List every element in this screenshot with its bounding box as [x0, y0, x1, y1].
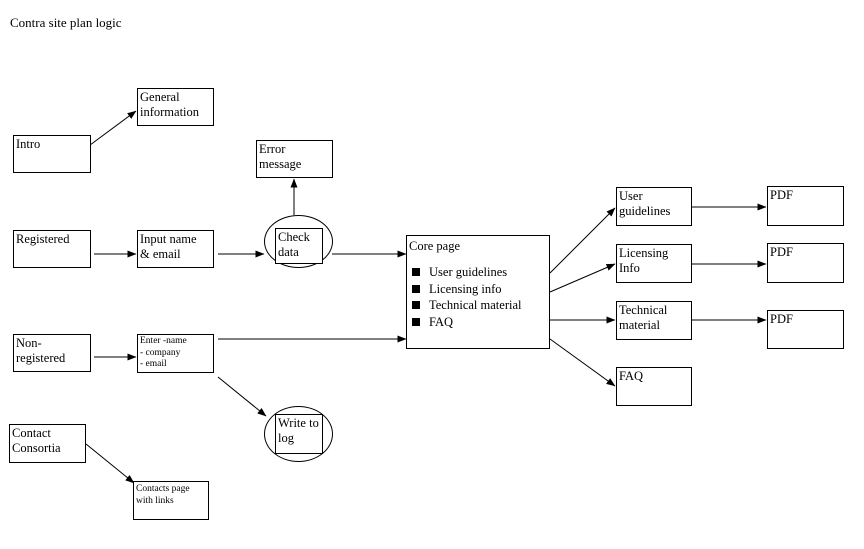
node-check-data-ellipse [264, 215, 333, 268]
node-non-registered: Non- registered [13, 334, 91, 372]
node-core-page: Core page User guidelines Licensing info… [406, 235, 550, 349]
bullet-icon [412, 317, 420, 326]
node-faq: FAQ [616, 367, 692, 406]
node-write-to-log: Write to log [275, 414, 323, 454]
core-page-title: Core page [409, 239, 461, 253]
node-enter-details: Enter -name - company - email [137, 334, 214, 373]
core-item-faq: FAQ [409, 314, 547, 331]
node-registered: Registered [13, 230, 91, 268]
core-item-technical-material: Technical material [409, 297, 547, 314]
bullet-icon [412, 268, 420, 276]
node-contacts-page: Contacts page with links [133, 481, 209, 520]
bullet-icon [412, 301, 420, 309]
arrow-core-to-user-guidelines [549, 207, 616, 274]
arrow-intro-to-general [85, 110, 137, 149]
core-item-user-guidelines: User guidelines [409, 264, 547, 281]
arrow-core-to-licensing [549, 263, 616, 293]
arrow-contact-to-contacts [85, 443, 135, 484]
arrow-core-to-faq [549, 338, 616, 387]
node-licensing-info: Licensing Info [616, 244, 692, 283]
diagram-title: Contra site plan logic [10, 15, 122, 30]
node-check-data: Check data [275, 228, 323, 264]
node-input-name-email: Input name & email [137, 230, 214, 268]
arrow-enter-to-log [217, 376, 267, 417]
node-user-guidelines: User guidelines [616, 187, 692, 226]
node-pdf-2: PDF [767, 243, 844, 283]
node-pdf-3: PDF [767, 310, 844, 349]
core-item-licensing-info: Licensing info [409, 281, 547, 298]
node-pdf-1: PDF [767, 186, 844, 226]
node-error-message: Error message [256, 140, 333, 178]
bullet-icon [412, 284, 420, 293]
node-general-information: General information [137, 88, 214, 126]
node-intro: Intro [13, 135, 91, 173]
node-contact-consortia: Contact Consortia [9, 424, 86, 463]
node-write-to-log-ellipse [264, 406, 333, 462]
node-technical-material: Technical material [616, 301, 692, 340]
